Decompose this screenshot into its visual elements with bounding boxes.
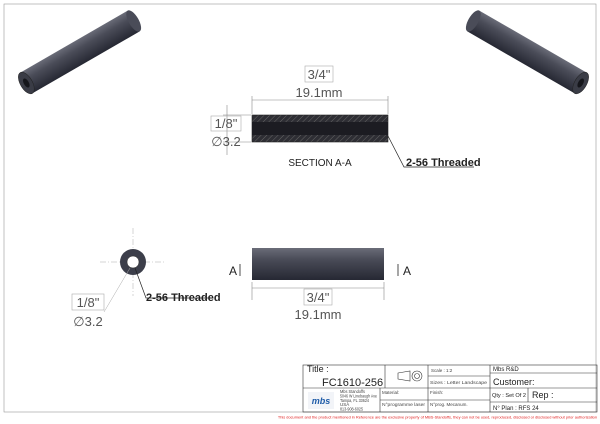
customer: Customer: xyxy=(493,377,535,387)
plan-number: N° Plan : RFS 24 xyxy=(493,406,539,412)
address-line: 5046 W Linebaugh Ave xyxy=(340,393,377,398)
section-length-mm: 19.1mm xyxy=(296,85,343,100)
title-block xyxy=(302,364,598,413)
section-dia-mm: ∅3.2 xyxy=(211,134,240,149)
company: Mbs R&D xyxy=(493,367,519,373)
rep: Rep : xyxy=(532,390,554,400)
front-dia-mm: ∅3.2 xyxy=(73,314,102,329)
quantity: Qty : Set Of 2 xyxy=(492,393,526,399)
section-mark-right: A xyxy=(403,264,411,278)
section-thread-callout: 2-56 Threaded xyxy=(406,157,481,169)
material: Material: xyxy=(382,390,399,395)
section-mark-left: A xyxy=(229,264,237,278)
programme-laser: N°programme laser xyxy=(382,402,426,407)
section-length-in: 3/4" xyxy=(308,67,331,82)
prog-mecanum: N°prog. Mecanum. xyxy=(430,402,468,407)
side-length-in: 3/4" xyxy=(307,290,330,305)
projection-symbol xyxy=(397,370,423,382)
section-title: SECTION A-A xyxy=(288,158,352,169)
svg-text:mbs: mbs xyxy=(312,396,331,406)
part-number: FC1610-256 xyxy=(322,377,383,389)
section-view: 3/4" 19.1mm 1/8" ∅3.2 SECTION A-A 2-56 T… xyxy=(210,65,481,169)
address-line: Tampa, FL 33624 xyxy=(340,398,369,403)
isometric-view-left xyxy=(18,10,142,95)
section-dia-in: 1/8" xyxy=(215,116,238,131)
front-dia-in: 1/8" xyxy=(77,295,100,310)
mbs-logo: mbs xyxy=(308,392,334,409)
front-thread-callout: 2-56 Threaded xyxy=(146,292,221,304)
side-length-mm: 19.1mm xyxy=(295,307,342,322)
address-line: Mbs Standoffs xyxy=(340,389,366,394)
side-view: A A 3/4" 19.1mm xyxy=(229,248,411,322)
sheet-border xyxy=(3,3,597,413)
title-label: Title : xyxy=(307,364,329,374)
sheet-size: Sizes : Letter Landscape xyxy=(430,380,488,385)
address-line: USA xyxy=(340,402,349,407)
address-line: 813-908-6025 xyxy=(340,407,363,412)
finish: Finish: xyxy=(430,390,443,395)
isometric-view-right xyxy=(465,10,589,95)
disclaimer: This document and the product mentioned … xyxy=(278,415,597,420)
front-view: 2-56 Threaded 1/8" ∅3.2 xyxy=(71,228,221,329)
title-block-text: Title : FC1610-256 Scale : 1:2 Sizes : L… xyxy=(307,364,554,412)
scale: Scale : 1:2 xyxy=(431,368,453,373)
